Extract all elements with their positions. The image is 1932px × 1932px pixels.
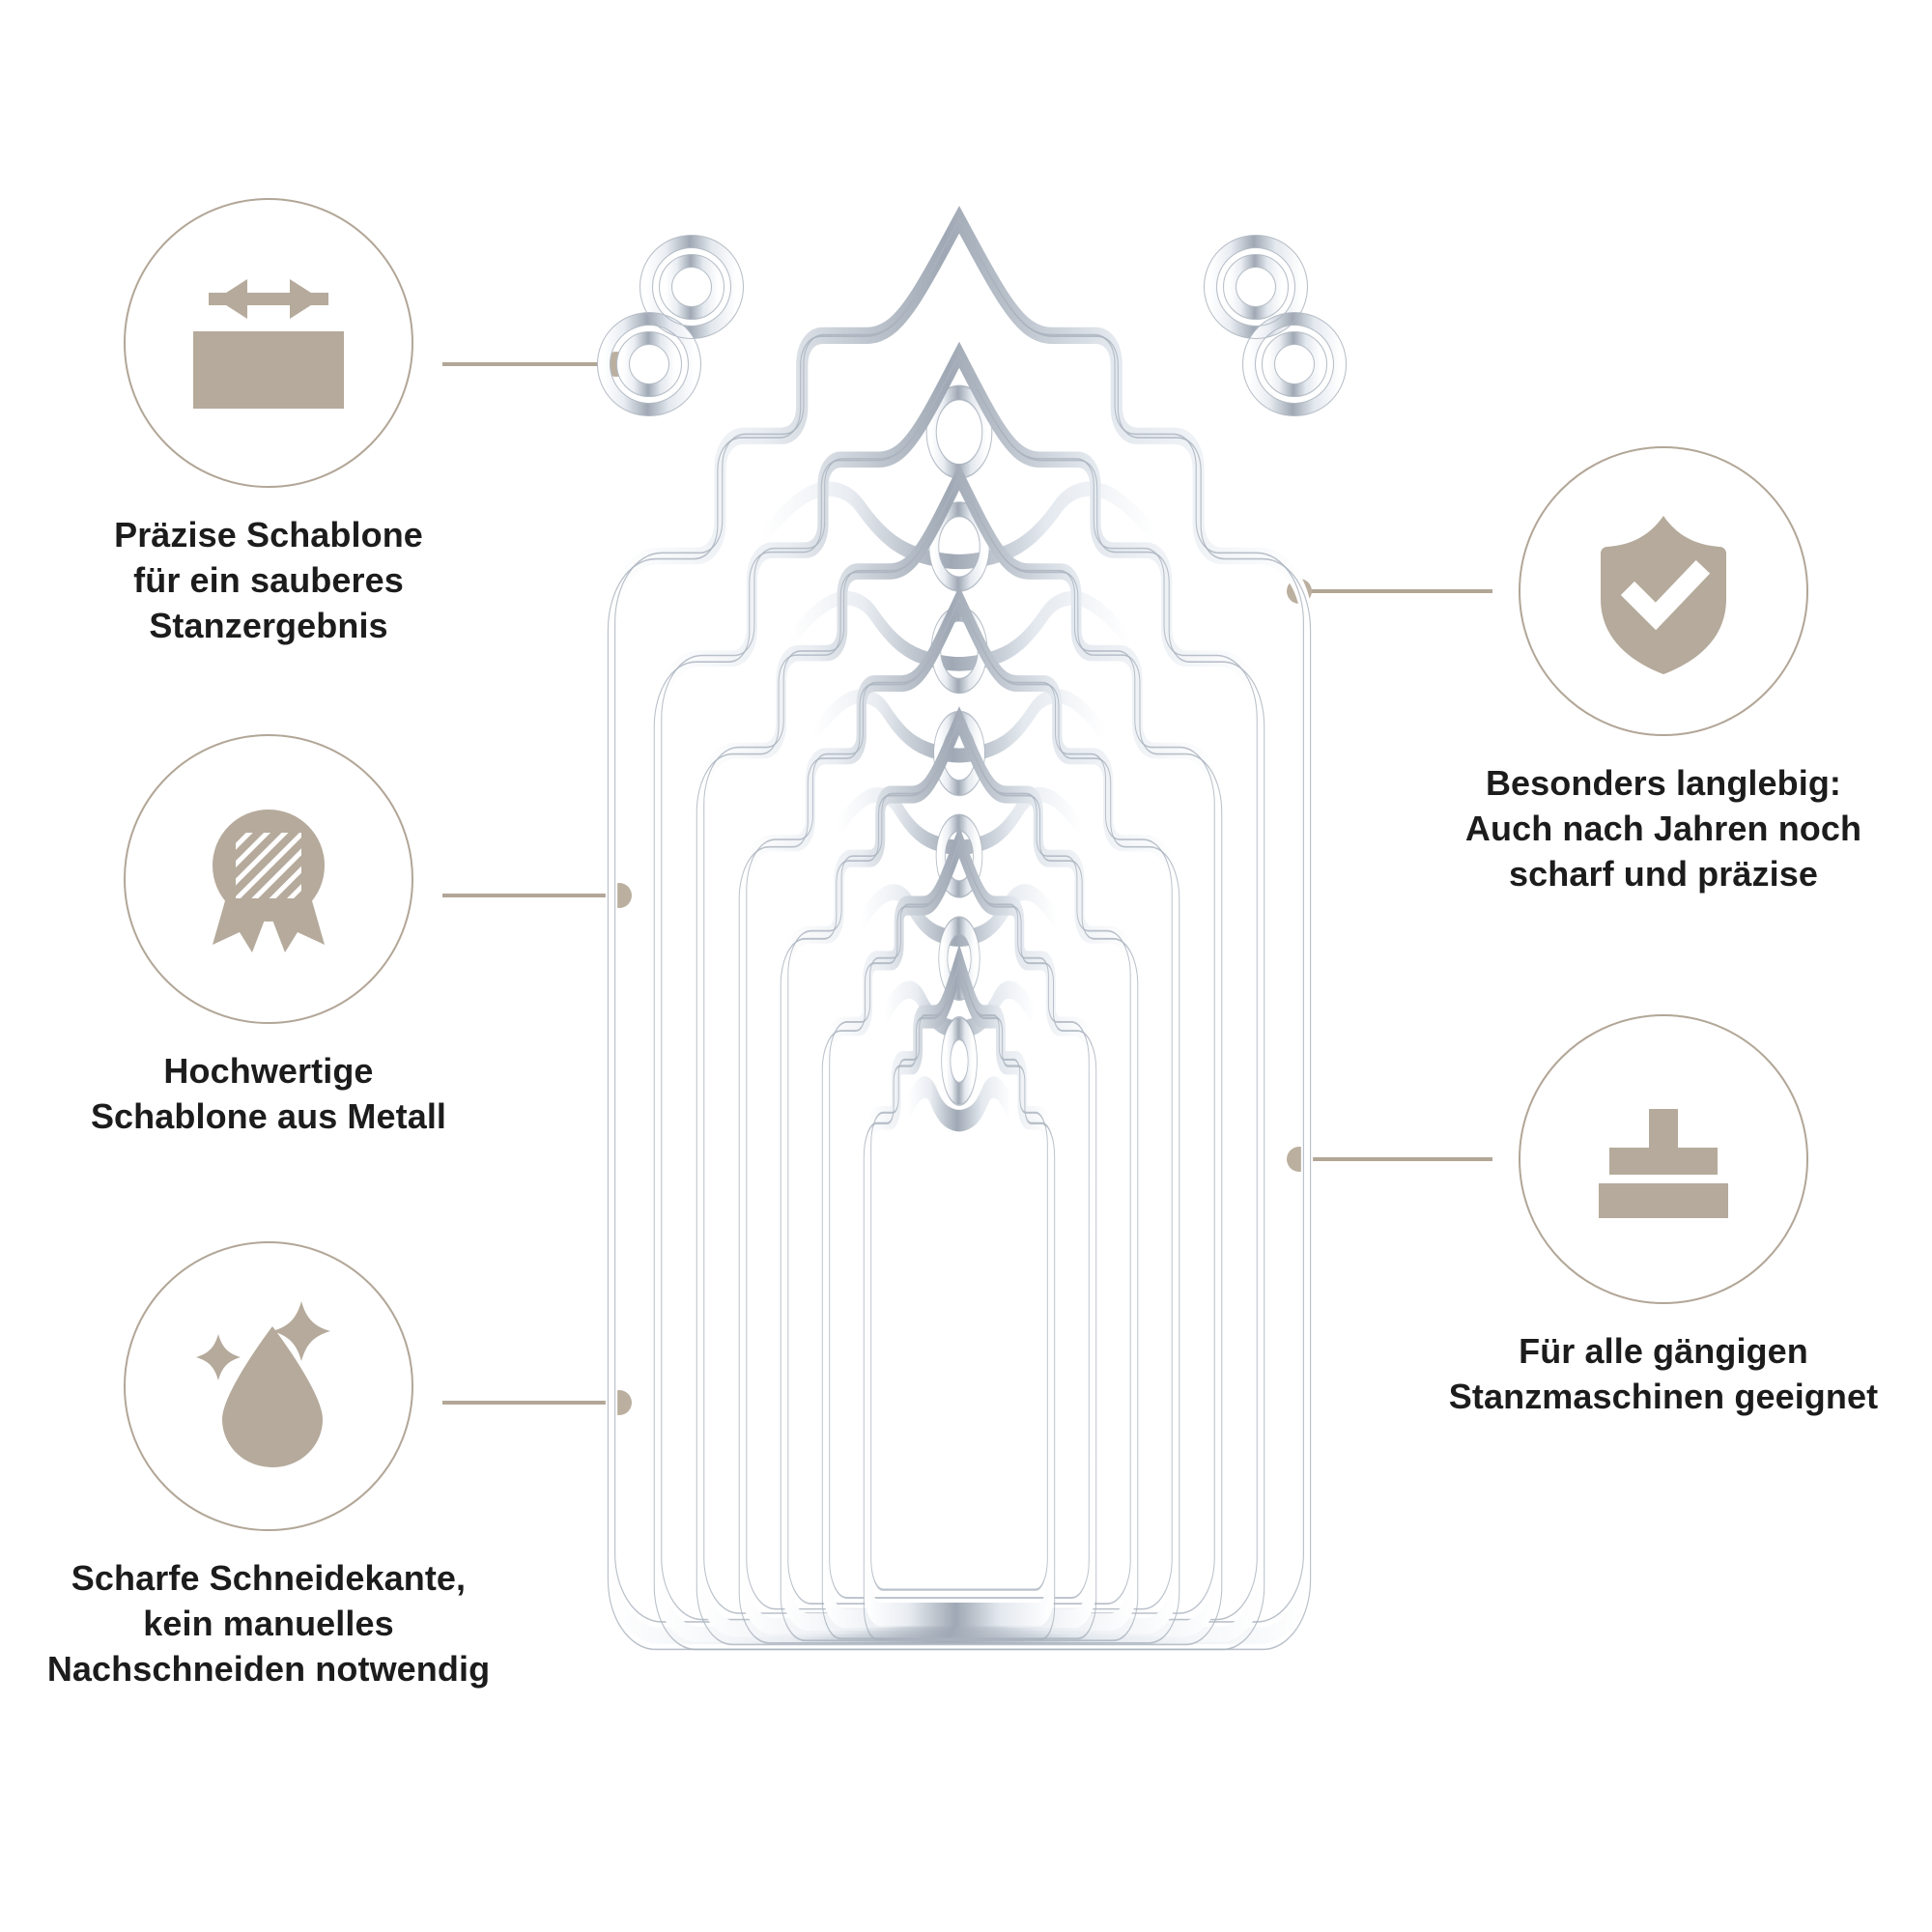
feature-caption-5: Für alle gängigen Stanzmaschinen geeigne… [1448,1331,1879,1416]
width-measure-icon [193,279,344,409]
decorative-ring-cluster-left [596,234,745,417]
feature-metal-quality[interactable]: Hochwertige Schablone aus Metall [17,734,520,1140]
feature-caption-4: Besonders langlebig: Auch nach Jahren no… [1464,763,1862,894]
feature-icon-circle-4 [1519,446,1808,736]
die-cutting-press-icon [1599,1109,1728,1218]
droplet-sparkle-icon [196,1301,330,1467]
feature-durability[interactable]: Besonders langlebig: Auch nach Jahren no… [1412,446,1915,896]
feature-sharp-edge[interactable]: Scharfe Schneidekante, kein manuelles Na… [17,1241,520,1691]
feature-icon-circle-1 [124,198,413,488]
feature-caption-1: Präzise Schablone für ein sauberes Stanz… [114,515,423,645]
die-frame-7 [864,963,1054,1640]
shield-check-icon [1601,516,1726,674]
feature-icon-circle-3 [124,1241,413,1531]
feature-icon-circle-5 [1519,1014,1808,1304]
feature-icon-circle-2 [124,734,413,1024]
quality-badge-icon [213,810,325,952]
feature-caption-3: Scharfe Schneidekante, kein manuelles Na… [46,1558,491,1689]
feature-precise-template[interactable]: Präzise Schablone für ein sauberes Stanz… [17,198,520,648]
feature-machine-compatibility[interactable]: Für alle gängigen Stanzmaschinen geeigne… [1412,1014,1915,1420]
decorative-ring-cluster-right [1203,234,1348,417]
feature-caption-2: Hochwertige Schablone aus Metall [90,1051,447,1136]
